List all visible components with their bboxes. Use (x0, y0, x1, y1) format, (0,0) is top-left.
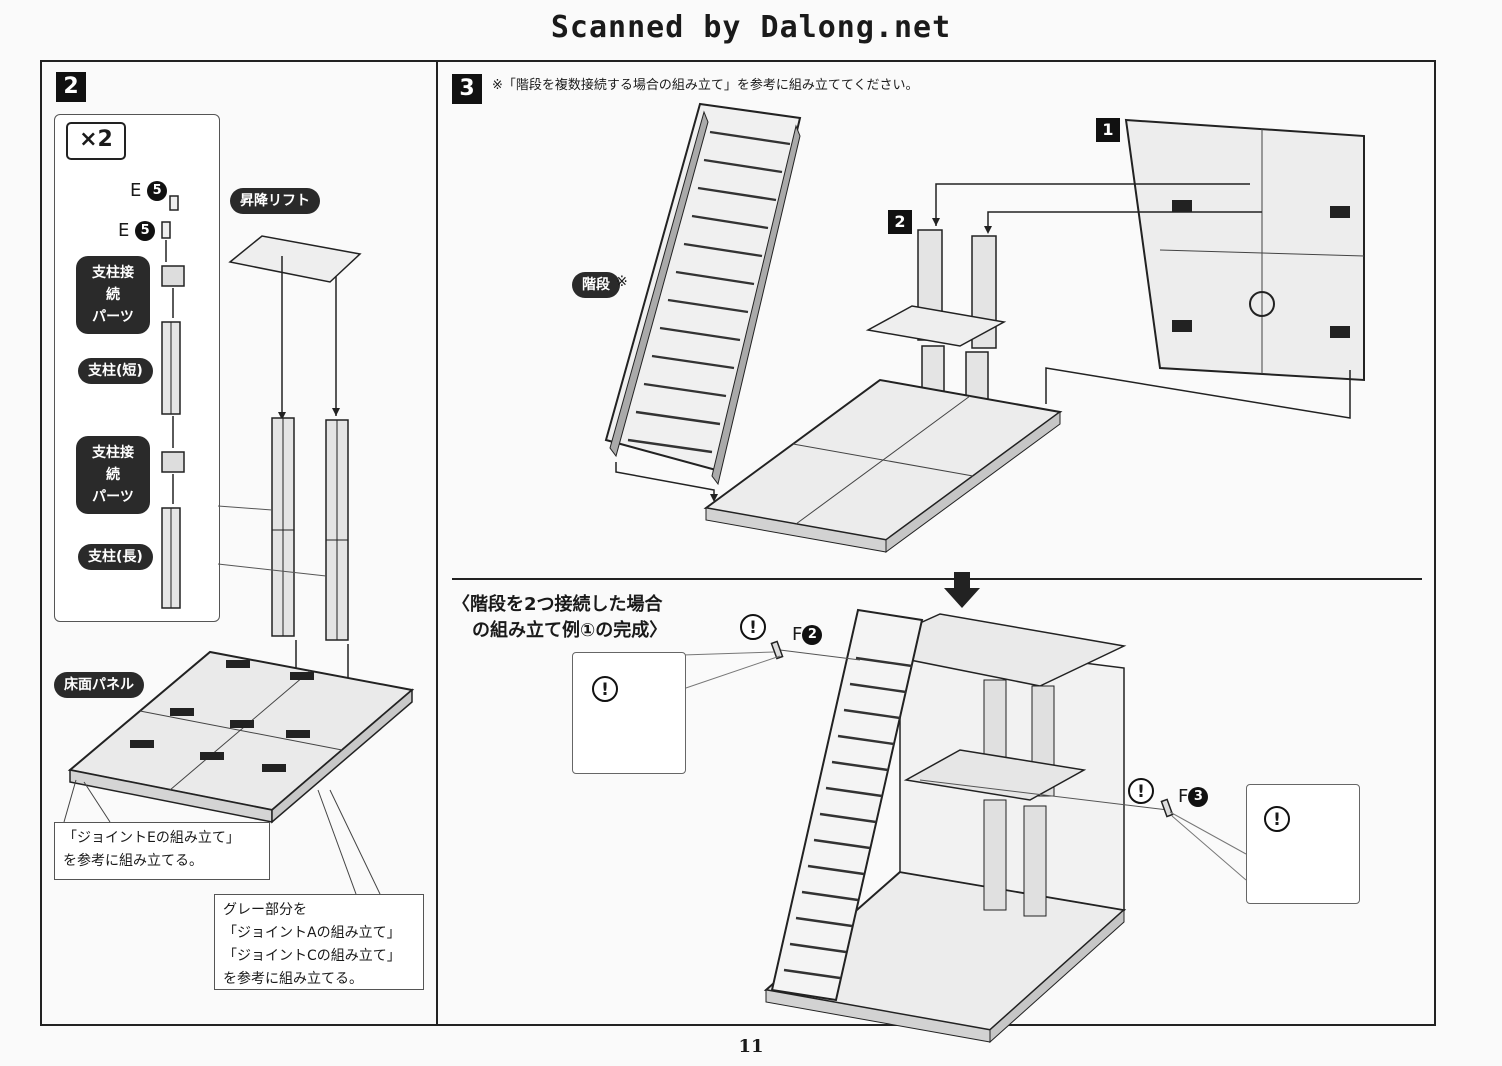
note-joint-e: 「ジョイントEの組み立て」 を参考に組み立てる。 (54, 822, 270, 880)
detail-box-f3 (1246, 784, 1360, 904)
label-pillar-connector-2: 支柱接続 パーツ (76, 436, 150, 514)
note-grey-parts: グレー部分を 「ジョイントAの組み立て」 「ジョイントCの組み立て」 を参考に組… (214, 894, 424, 990)
label-floor-panel: 床面パネル (54, 672, 144, 698)
result-title: 〈階段を2つ接続した場合 の組み立て例①の完成〉 (452, 594, 668, 641)
column-divider (436, 60, 438, 1026)
step-number-3: 3 (452, 74, 482, 104)
label-lift: 昇降リフト (230, 188, 320, 214)
warning-icon: ! (592, 676, 618, 702)
step3-instruction: ※「階段を複数接続する場合の組み立て」を参考に組み立ててください。 (492, 78, 919, 93)
section-divider (452, 578, 1422, 580)
part-e5-bottom: E 5 (118, 220, 156, 241)
part-e5-top: E 5 (130, 180, 168, 201)
detail-box-f2 (572, 652, 686, 774)
reference-2: 2 (888, 210, 912, 234)
scan-watermark: Scanned by Dalong.net (550, 10, 952, 45)
label-stairs: 階段 (572, 272, 620, 298)
step-number-2: 2 (56, 72, 86, 102)
warning-icon: ! (1264, 806, 1290, 832)
page-frame (40, 60, 1436, 1026)
warning-icon: ! (1128, 778, 1154, 804)
label-pillar-connector-1: 支柱接続 パーツ (76, 256, 150, 334)
label-pillar-short: 支柱(短) (78, 358, 153, 384)
reference-1: 1 (1096, 118, 1120, 142)
part-letter: E (118, 220, 130, 241)
quantity-multiplier: ×2 (66, 122, 126, 160)
stairs-note-mark: ※ (616, 274, 628, 290)
part-letter: F (1178, 786, 1189, 807)
part-letter: F (792, 624, 803, 645)
part-number-badge: 5 (135, 221, 156, 241)
part-letter: E (130, 180, 142, 201)
page-number: 11 (738, 1036, 764, 1057)
warning-icon: ! (740, 614, 766, 640)
part-number-badge: 3 (1188, 787, 1209, 807)
label-pillar-long: 支柱(長) (78, 544, 153, 570)
part-number-badge: 2 (802, 625, 823, 645)
part-number-badge: 5 (147, 181, 168, 201)
